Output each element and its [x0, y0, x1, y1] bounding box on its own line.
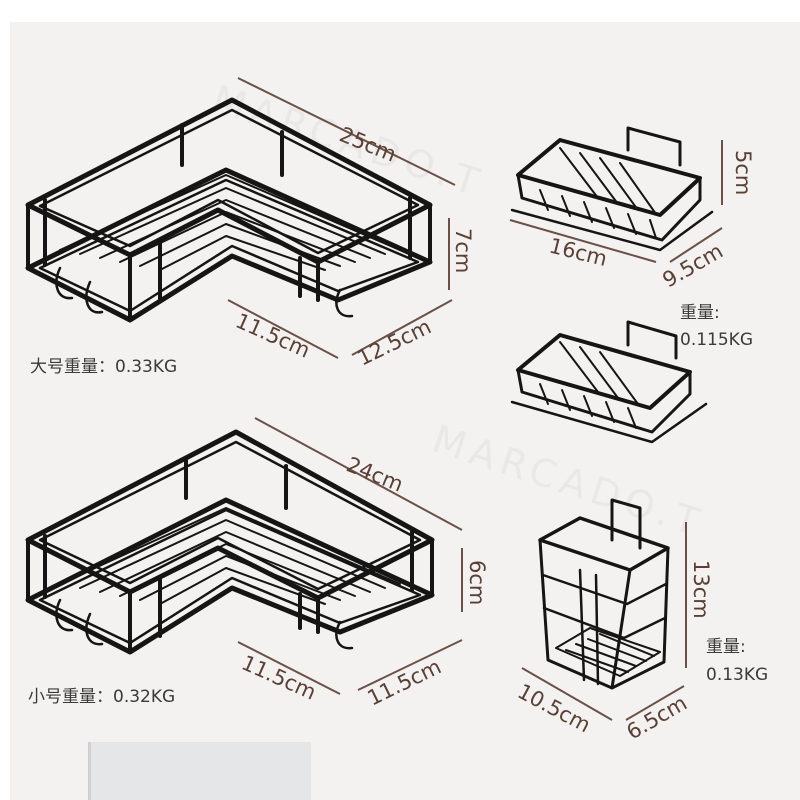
- soap-dish-top: [510, 126, 714, 252]
- wall-fixture-edge: [88, 742, 311, 800]
- holder-length-label: 10.5cm: [514, 679, 595, 737]
- soap-length-label: 16cm: [547, 234, 610, 271]
- dimension-line: [237, 77, 456, 186]
- holder-weight-value: 0.13KG: [706, 665, 768, 685]
- dimension-line: [351, 299, 453, 356]
- soap-height-label: 5cm: [731, 150, 755, 195]
- dimension-line: [669, 227, 723, 263]
- small-side-b-label: 11.5cm: [364, 654, 445, 710]
- soap-weight-title: 重量:: [680, 303, 720, 323]
- dimension-line: [254, 417, 463, 531]
- dimension-line: [237, 641, 341, 695]
- small-height-label: 6cm: [465, 560, 489, 605]
- dimension-line: [227, 299, 339, 359]
- large-side-b-label: 12.5cm: [354, 314, 435, 370]
- dimension-line: [521, 667, 613, 721]
- small-side-a-label: 11.5cm: [238, 651, 320, 705]
- soap-dish-bottom: [510, 320, 708, 444]
- dimension-line: [625, 685, 685, 721]
- large-height-label: 7cm: [451, 228, 475, 273]
- large-weight-label: 大号重量：0.33KG: [30, 357, 177, 377]
- small-weight-label: 小号重量：0.32KG: [28, 687, 175, 707]
- watermark: MARCADO.T: [427, 417, 710, 546]
- background-panel: [10, 22, 800, 800]
- holder-depth-label: 6.5cm: [623, 691, 692, 744]
- toothbrush-holder: [538, 498, 670, 690]
- dimension-line: [509, 219, 657, 263]
- dimension-line: [357, 639, 463, 691]
- holder-weight-title: 重量:: [706, 637, 746, 657]
- small-corner-shelf: [25, 429, 435, 655]
- soap-weight-value: 0.115KG: [680, 330, 753, 350]
- small-width-label: 24cm: [343, 452, 406, 496]
- large-corner-shelf: [25, 97, 433, 323]
- large-side-a-label: 11.5cm: [232, 309, 314, 363]
- holder-height-label: 13cm: [689, 560, 713, 619]
